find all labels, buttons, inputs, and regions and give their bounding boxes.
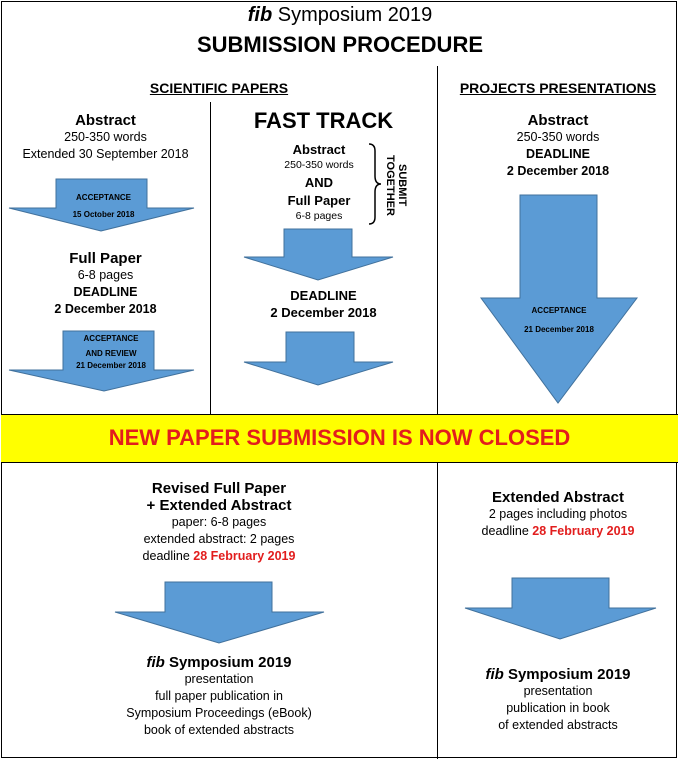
left-result-line-3: Symposium Proceedings (eBook) bbox=[126, 706, 312, 720]
abstract-title: Abstract bbox=[75, 112, 136, 129]
fast-and: AND bbox=[304, 175, 334, 190]
divider-right bbox=[437, 66, 438, 414]
submission-closed-banner: NEW PAPER SUBMISSION IS NOW CLOSED bbox=[1, 414, 678, 463]
arrow-fast-track-1 bbox=[243, 228, 394, 281]
fullpaper-deadline-label: DEADLINE bbox=[73, 285, 138, 299]
revised-line-1: paper: 6-8 pages bbox=[171, 515, 267, 529]
page-title: SUBMISSION PROCEDURE bbox=[196, 32, 484, 57]
arrow-1-label: ACCEPTANCE 15 October 2018 bbox=[50, 192, 157, 220]
curly-brace bbox=[368, 143, 382, 225]
revised-line-2: extended abstract: 2 pages bbox=[143, 532, 295, 546]
revised-paper-block: Revised Full Paper + Extended Abstract p… bbox=[2, 480, 436, 565]
projects-abstract-title: Abstract bbox=[527, 112, 589, 129]
revised-title-2: + Extended Abstract bbox=[146, 497, 292, 514]
left-result-block: fib Symposium 2019 presentation full pap… bbox=[2, 654, 436, 739]
extended-abstract-block: Extended Abstract 2 pages including phot… bbox=[438, 489, 678, 540]
arrow-fast-track-2 bbox=[243, 331, 394, 386]
left-result-line-4: book of extended abstracts bbox=[143, 723, 295, 737]
fast-fullpaper-pages: 6-8 pages bbox=[295, 210, 343, 222]
arrow-2-label: ACCEPTANCE AND REVIEW 21 December 2018 bbox=[55, 333, 167, 372]
right-fib-text: fib bbox=[485, 666, 504, 683]
submit-together-label: SUBMIT TOGETHER bbox=[384, 148, 408, 222]
arrow-acceptance-2 bbox=[8, 330, 195, 392]
title-rest: Symposium 2019 bbox=[272, 4, 433, 26]
right-result-title: fib Symposium 2019 bbox=[438, 666, 678, 683]
fast-deadline-block: DEADLINE 2 December 2018 bbox=[211, 287, 436, 321]
abstract-words: 250-350 words bbox=[64, 130, 147, 144]
scientific-abstract-block: Abstract 250-350 words Extended 30 Septe… bbox=[2, 112, 209, 163]
arrow-2-line1: ACCEPTANCE bbox=[83, 334, 139, 343]
fast-track-block: Abstract 250-350 words AND Full Paper 6-… bbox=[250, 141, 388, 224]
arrow-1-line1: ACCEPTANCE bbox=[76, 193, 131, 202]
projects-arrow-label: ACCEPTANCE 21 December 2018 bbox=[518, 305, 600, 335]
right-result-rest: Symposium 2019 bbox=[503, 666, 631, 683]
fast-track-heading: FAST TRACK bbox=[253, 108, 394, 133]
projects-abstract-words: 250-350 words bbox=[516, 130, 600, 144]
right-result-line-3: of extended abstracts bbox=[498, 718, 618, 732]
arrow-acceptance-1 bbox=[8, 178, 195, 232]
submit-line2: TOGETHER bbox=[384, 154, 396, 216]
submit-line1: SUBMIT bbox=[396, 163, 408, 207]
right-result-block: fib Symposium 2019 presentation publicat… bbox=[438, 666, 678, 734]
revised-deadline-prefix: deadline bbox=[142, 549, 194, 563]
abstract-extended: Extended 30 September 2018 bbox=[22, 147, 189, 161]
left-result-rest: Symposium 2019 bbox=[164, 654, 292, 671]
revised-title-1: Revised Full Paper bbox=[151, 480, 287, 497]
fullpaper-deadline-date: 2 December 2018 bbox=[54, 302, 157, 316]
left-result-line-2: full paper publication in bbox=[155, 689, 283, 703]
projects-abstract-block: Abstract 250-350 words DEADLINE 2 Decemb… bbox=[438, 112, 678, 180]
projects-deadline-date: 2 December 2018 bbox=[506, 164, 610, 178]
extended-deadline-date: 28 February 2019 bbox=[532, 524, 635, 538]
right-result-line-2: publication in book bbox=[506, 701, 610, 715]
extended-deadline-prefix: deadline bbox=[481, 524, 533, 538]
divider-bottom bbox=[437, 463, 438, 759]
symposium-title: fib Symposium 2019 bbox=[0, 4, 680, 27]
scientific-fullpaper-block: Full Paper 6-8 pages DEADLINE 2 December… bbox=[2, 250, 209, 318]
extended-title: Extended Abstract bbox=[492, 489, 624, 506]
projects-arrow-line1: ACCEPTANCE bbox=[531, 306, 587, 315]
fib-logo-text: fib bbox=[247, 4, 273, 26]
fast-abstract-words: 250-350 words bbox=[284, 159, 354, 171]
arrow-bottom-left bbox=[114, 581, 325, 644]
arrow-2-line3: 21 December 2018 bbox=[76, 361, 146, 370]
left-fib-text: fib bbox=[146, 654, 165, 671]
projects-deadline-label: DEADLINE bbox=[526, 147, 590, 161]
projects-heading: PROJECTS PRESENTATIONS bbox=[459, 80, 657, 96]
fast-abstract-title: Abstract bbox=[292, 142, 346, 157]
revised-deadline: deadline 28 February 2019 bbox=[2, 548, 436, 565]
arrow-2-line2: AND REVIEW bbox=[85, 349, 137, 358]
fullpaper-pages: 6-8 pages bbox=[77, 268, 134, 282]
fast-deadline-label: DEADLINE bbox=[290, 288, 357, 303]
arrow-bottom-right bbox=[464, 577, 657, 640]
extended-line-1: 2 pages including photos bbox=[488, 507, 628, 521]
divider-middle bbox=[210, 102, 211, 414]
scientific-heading: SCIENTIFIC PAPERS bbox=[149, 80, 289, 96]
fast-fullpaper-title: Full Paper bbox=[287, 193, 351, 208]
arrow-1-line2: 15 October 2018 bbox=[72, 210, 135, 219]
left-result-line-1: presentation bbox=[184, 672, 254, 686]
right-result-line-1: presentation bbox=[523, 684, 593, 698]
projects-arrow-line2: 21 December 2018 bbox=[524, 325, 594, 334]
arrow-projects-acceptance bbox=[480, 194, 639, 404]
fast-deadline-date: 2 December 2018 bbox=[270, 305, 377, 320]
revised-deadline-date: 28 February 2019 bbox=[193, 549, 296, 563]
extended-deadline: deadline 28 February 2019 bbox=[438, 523, 678, 540]
fullpaper-title: Full Paper bbox=[69, 250, 142, 267]
left-result-title: fib Symposium 2019 bbox=[2, 654, 436, 671]
